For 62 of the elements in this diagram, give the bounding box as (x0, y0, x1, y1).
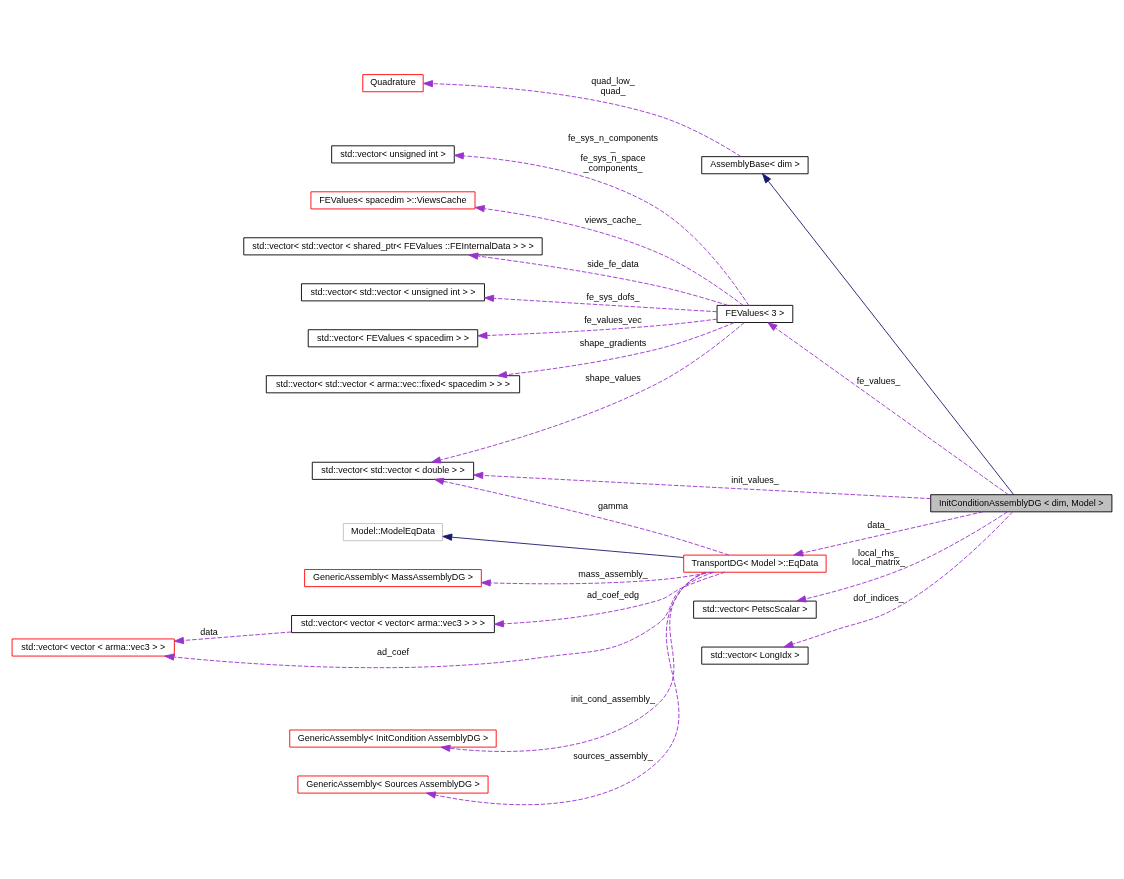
node-box: std::vector< std::vector < arma::vec::fixed< spacedim > > > (265, 374, 521, 393)
edge-label: side_fe_data (587, 258, 639, 269)
arrow (453, 151, 750, 306)
edge-label: data_ (867, 519, 890, 530)
node-box: TransportDG< Model >::EqData (683, 554, 827, 573)
arrow (473, 471, 932, 499)
arrow (423, 79, 742, 157)
arrow (793, 510, 984, 557)
arrow (480, 571, 713, 586)
edge-label: init_cond_assembly_ (570, 693, 655, 704)
arrow (440, 571, 707, 752)
edge-label: shape_gradients (579, 337, 647, 348)
node-box: std::vector< std::vector < double > > (311, 461, 475, 480)
node-box: AssemblyBase< dim > (701, 155, 809, 174)
arrow (484, 294, 718, 312)
node-box: GenericAssembly< Sources AssemblyDG > (297, 775, 489, 794)
arrow (431, 321, 745, 463)
arrow (468, 252, 729, 306)
node-box: FEValues< spacedim >::ViewsCache (310, 190, 476, 209)
edge-label: fe_sys_dofs_ (586, 291, 640, 302)
edge-label: mass_assembly_ (578, 568, 648, 579)
edge-label: fe_values_ (856, 375, 901, 386)
arrow (164, 571, 715, 668)
node-box: std::vector< vector < arma::vec3 > > (11, 638, 175, 657)
edge-label: init_values_ (731, 474, 779, 485)
node-box: GenericAssembly< InitCondition AssemblyDG > (289, 729, 497, 748)
arrow (174, 631, 292, 644)
arrow (767, 321, 1009, 495)
node-box: Model::ModelEqData (342, 522, 443, 541)
node-box: Quadrature (362, 73, 424, 92)
node-box: GenericAssembly< MassAssemblyDG > (304, 568, 482, 587)
edge-label: data (200, 626, 218, 637)
edge-label: local_rhs_ local_matrix_ (851, 547, 905, 567)
node-box: std::vector< PetscScalar > (693, 600, 817, 619)
edge-label: ad_coef_edg (586, 589, 639, 600)
arrow (474, 204, 744, 306)
node-box: std::vector< std::vector < shared_ptr< FEValues ::FEInternalData > > > (243, 236, 543, 255)
arrow (477, 318, 718, 339)
edge-label: sources_assembly_ (573, 750, 653, 761)
arrow (783, 510, 1013, 648)
node-box: std::vector< FEValues < spacedim > > (307, 328, 479, 347)
arrow (434, 477, 730, 556)
edge-label: fe_values_vec (584, 314, 642, 325)
node-box: InitConditionAssemblyDG < dim, Model > (930, 493, 1113, 512)
edge-label: quad_low_ quad_ (591, 75, 635, 96)
node-box: FEValues< 3 > (716, 304, 794, 323)
arrow (426, 571, 706, 805)
node-box: std::vector< unsigned int > (331, 144, 455, 163)
edge-label: ad_coef (376, 646, 409, 657)
arrow (796, 511, 1008, 602)
edge-label: gamma (597, 500, 628, 511)
edge-label: shape_values (585, 372, 641, 383)
arrow (442, 533, 684, 558)
arrow (762, 172, 1015, 495)
node-box: std::vector< std::vector < unsigned int > > (301, 282, 485, 301)
edge-label: dof_indices_ (853, 592, 904, 603)
arrow (494, 571, 726, 627)
node-box: std::vector< LongIdx > (701, 646, 809, 665)
edge-label: views_cache_ (584, 214, 642, 225)
node-box: std::vector< vector < vector< arma::vec3 > > > (291, 614, 495, 633)
arrow (497, 321, 735, 378)
edge-label: fe_sys_n_components _ fe_sys_n_space _components_ (567, 132, 658, 173)
